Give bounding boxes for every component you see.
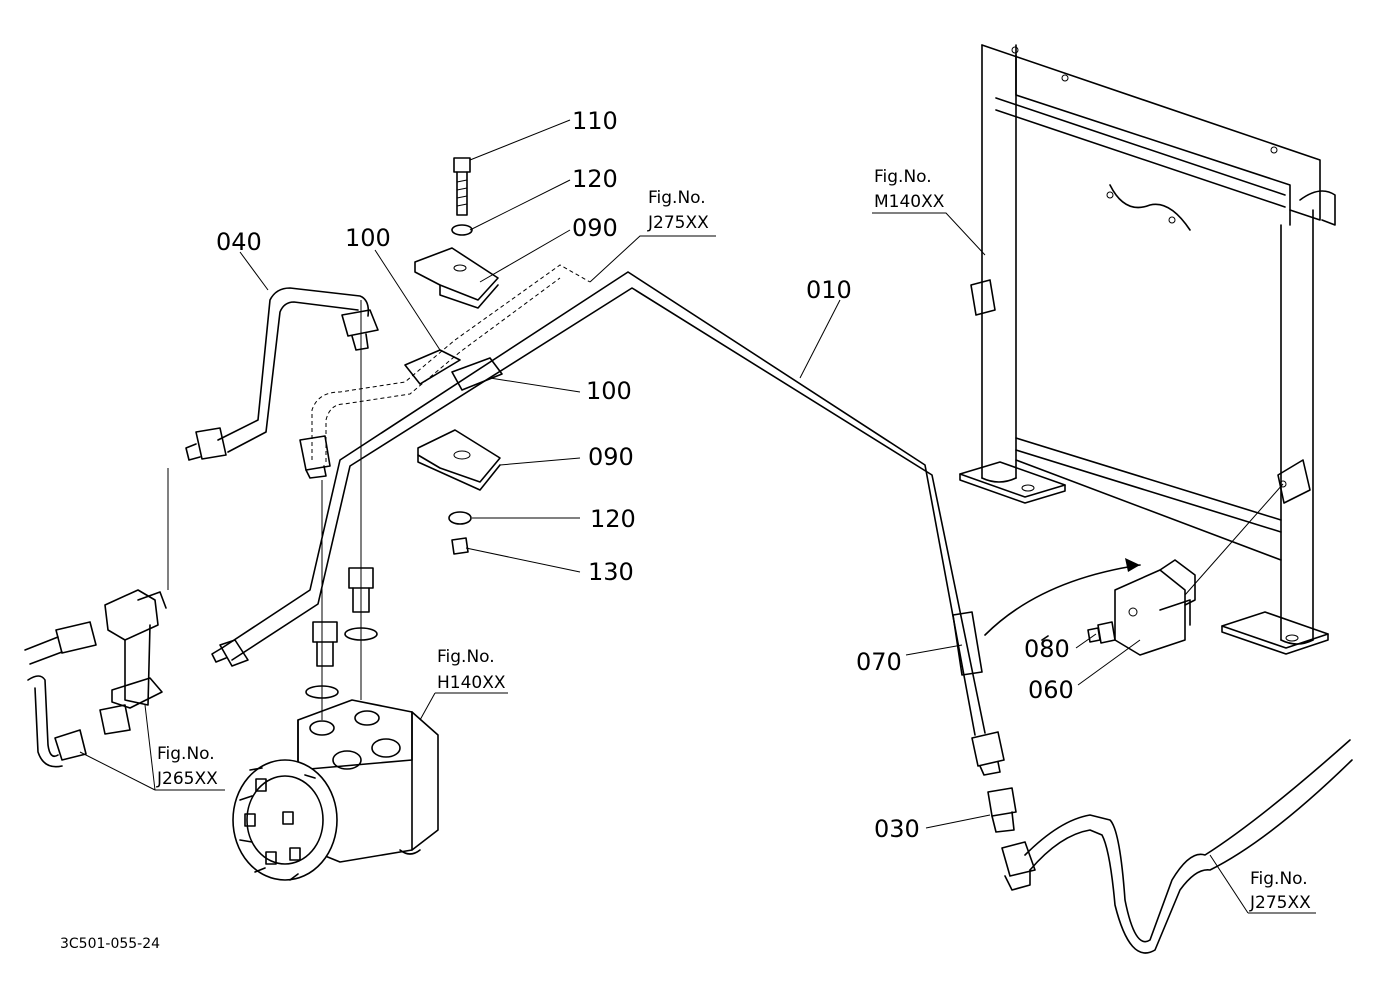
fig-ref-j265-line1: Fig.No. (157, 744, 215, 764)
steering-unit (232, 699, 439, 881)
fig-ref-j275-bottom-line1: Fig.No. (1250, 869, 1308, 889)
label-100-top: 100 (345, 224, 391, 252)
label-070: 070 (856, 648, 902, 676)
label-120-low: 120 (590, 505, 636, 533)
fig-ref-m140-line2: M140XX (874, 192, 945, 212)
label-040: 040 (216, 228, 262, 256)
label-090-mid: 090 (588, 443, 634, 471)
label-130: 130 (588, 558, 634, 586)
label-090-top: 090 (572, 214, 618, 242)
fig-ref-h140-line1: Fig.No. (437, 647, 495, 667)
pipe-010 (211, 271, 1005, 776)
leader-lines (79, 119, 1316, 914)
fig-ref-j275-top-line2: J275XX (647, 213, 709, 233)
figure-references: Fig.No. J275XX Fig.No. M140XX Fig.No. H1… (156, 167, 1311, 913)
hidden-pipe (299, 264, 591, 479)
frame-assembly (959, 44, 1336, 655)
drawing-code: 3C501-055-24 (60, 936, 160, 952)
label-060: 060 (1028, 676, 1074, 704)
fig-ref-j275-top-line1: Fig.No. (648, 188, 706, 208)
label-080: 080 (1024, 635, 1070, 663)
label-010: 010 (806, 276, 852, 304)
tee-fitting (24, 468, 169, 768)
part-labels: 110 120 090 040 100 010 100 090 120 130 … (216, 107, 1074, 843)
label-100-mid: 100 (586, 377, 632, 405)
clamp-lower (417, 429, 501, 555)
pipe-040 (185, 287, 379, 461)
fig-ref-j275-bottom-line2: J275XX (1249, 893, 1311, 913)
fig-ref-h140-line2: H140XX (437, 673, 506, 693)
fitting-030 (987, 739, 1353, 954)
label-120-top: 120 (572, 165, 618, 193)
fig-ref-j265-line2: J265XX (156, 769, 218, 789)
clamp-upper (414, 157, 499, 309)
bracket-060 (984, 558, 1196, 656)
label-030: 030 (874, 815, 920, 843)
port-fittings (305, 300, 378, 720)
label-110: 110 (572, 107, 618, 135)
fig-ref-m140-line1: Fig.No. (874, 167, 932, 187)
